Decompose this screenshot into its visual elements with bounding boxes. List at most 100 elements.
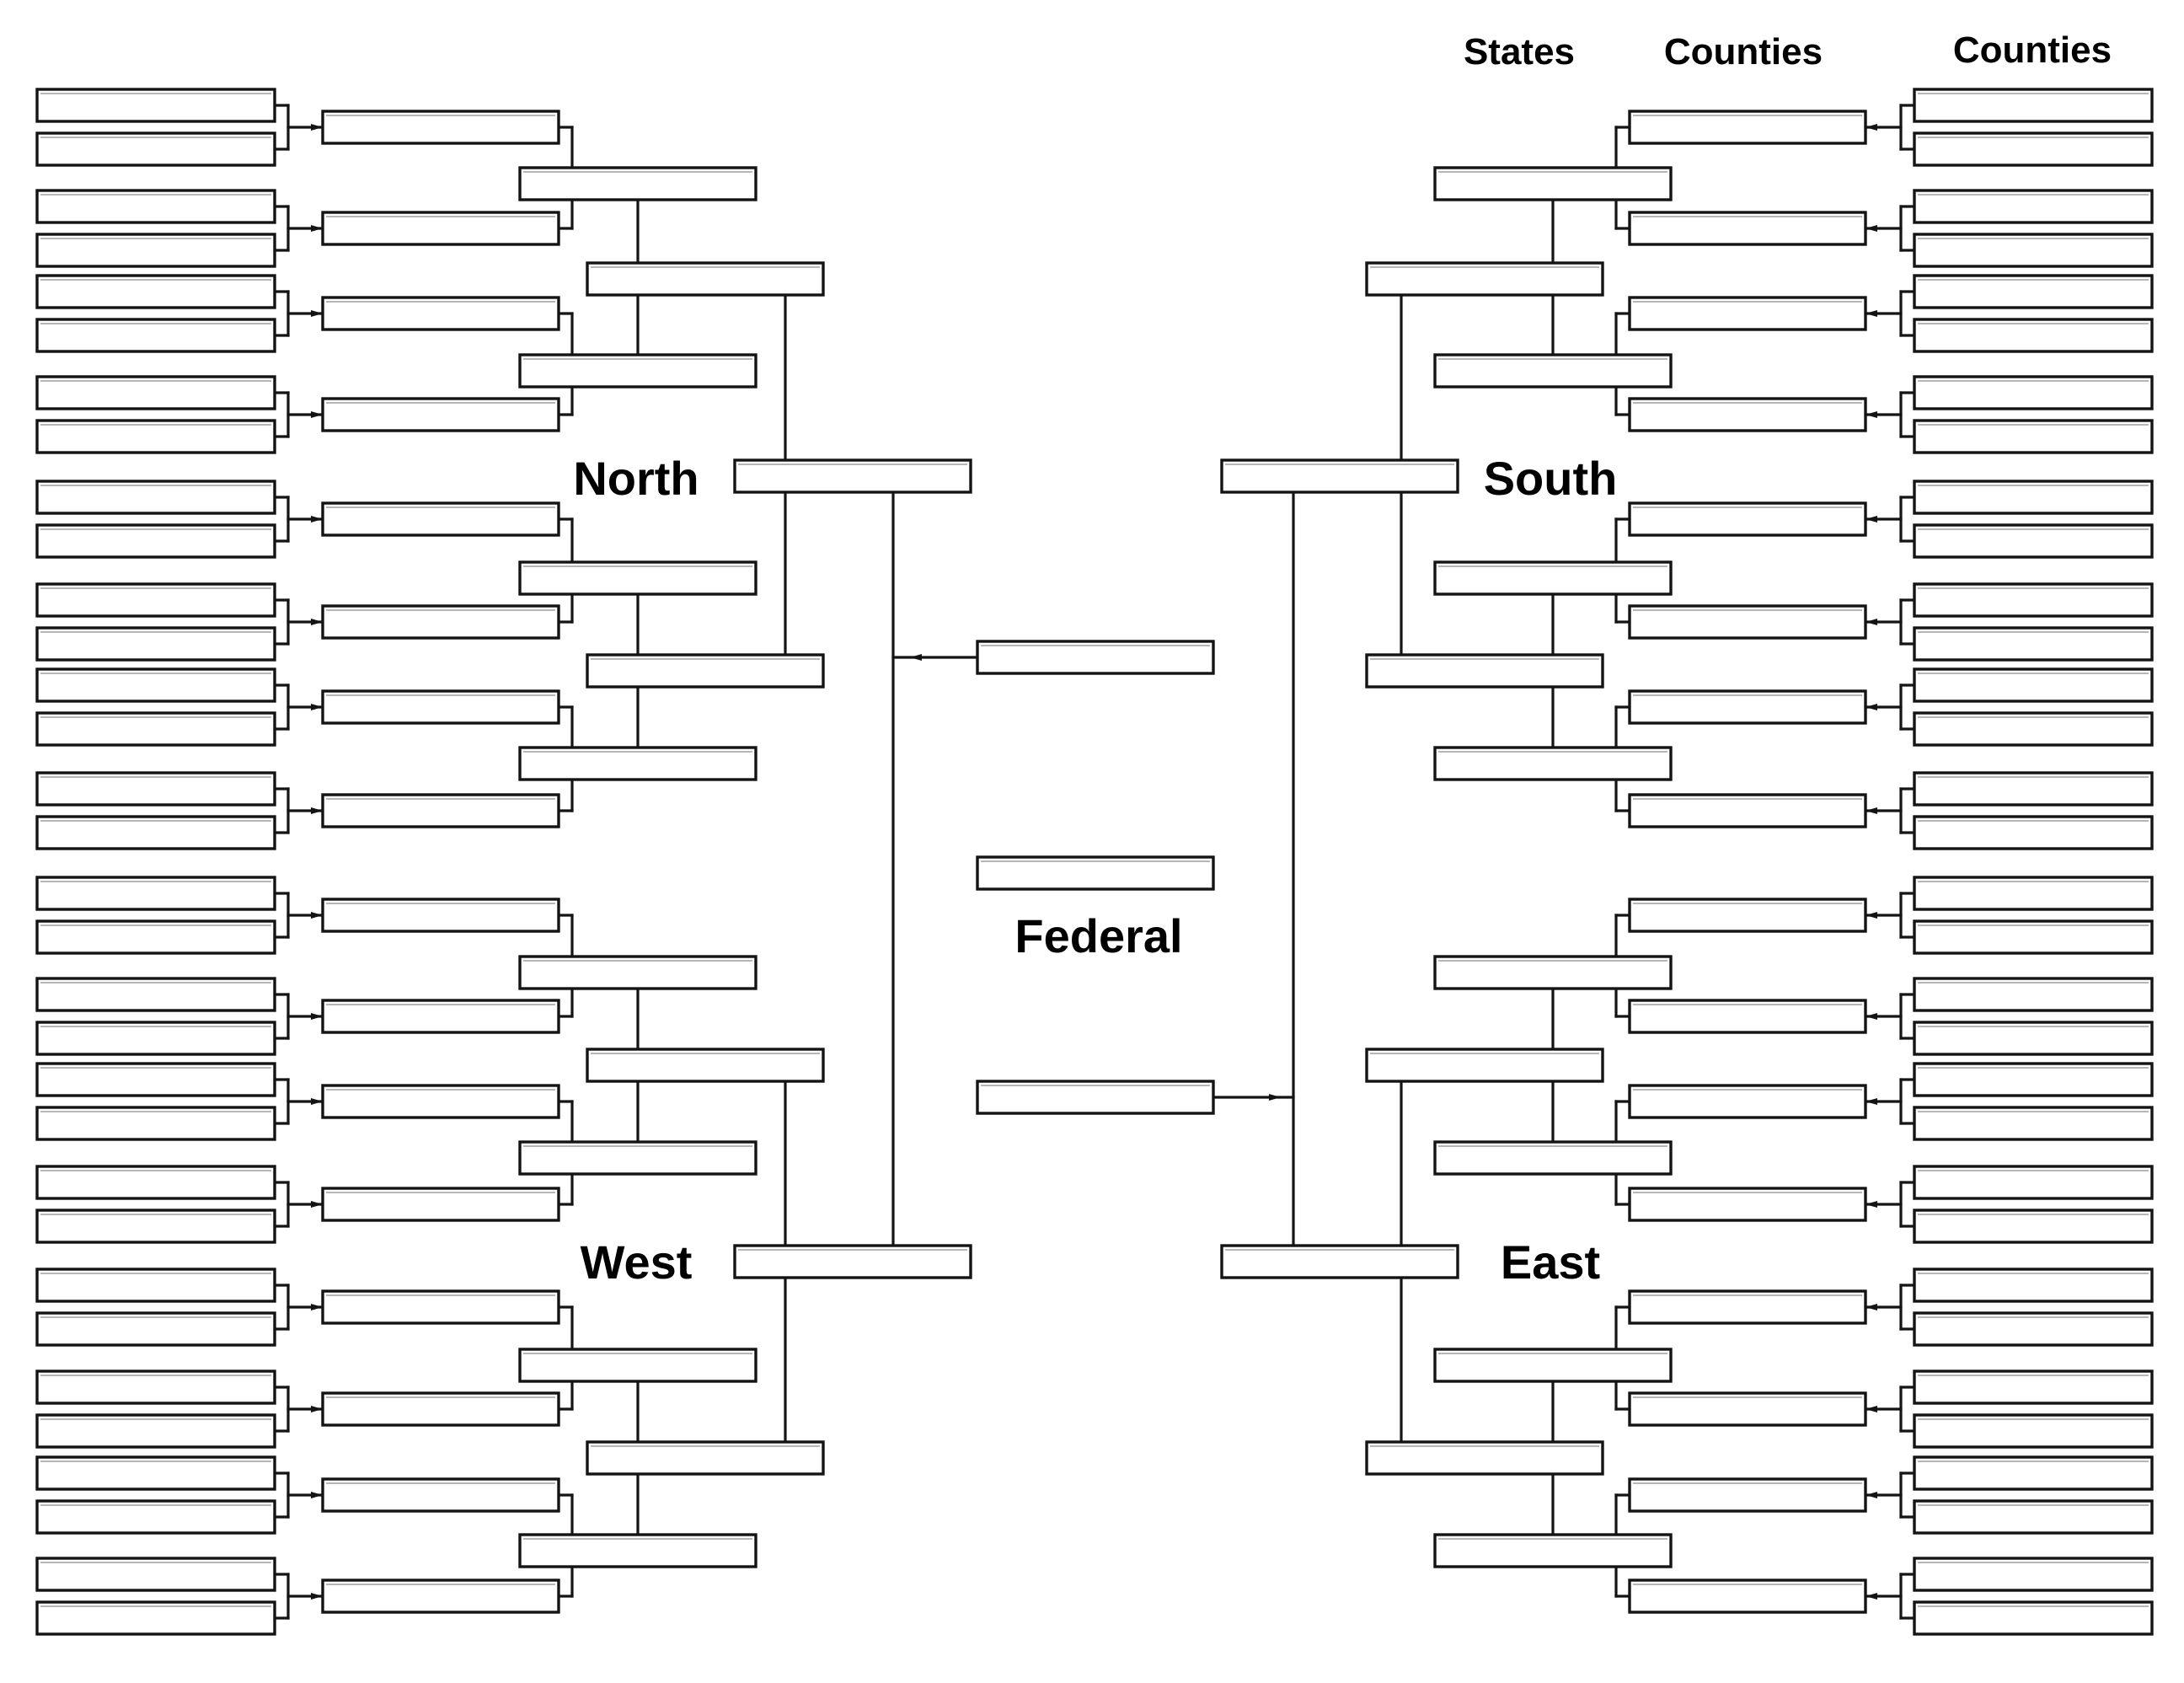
right-r1-slot-26 [1913, 1311, 2154, 1347]
left-r3-slot-4 [518, 746, 757, 781]
left-r1-slot-25 [35, 1268, 276, 1303]
left-r2-slot-9 [321, 898, 560, 933]
right-r1-slot-13 [1913, 667, 2154, 703]
right-r1-slot-25 [1913, 1268, 2154, 1303]
right-r1-slot-12 [1913, 626, 2154, 662]
right-r2-slot-8 [1628, 793, 1867, 828]
right-r3-slot-4 [1433, 746, 1673, 781]
right-r1-slot-17 [1913, 876, 2154, 911]
region-label-federal: Federal [1014, 909, 1182, 962]
left-r1-arrow-7 [311, 704, 323, 710]
left-r1-slot-12 [35, 626, 276, 662]
counties-header-outer: Counties [1953, 29, 2112, 71]
left-r1-slot-11 [35, 582, 276, 618]
left-r1-arrow-4 [311, 411, 323, 418]
right-r2-slot-10 [1628, 999, 1867, 1034]
right-r3-slot-6 [1433, 1140, 1673, 1176]
left-r1-slot-14 [35, 711, 276, 747]
right-r1-slot-32 [1913, 1600, 2154, 1636]
left-r5-slot-2 [733, 1244, 972, 1279]
left-r3-slot-2 [518, 353, 757, 389]
left-r1-slot-4 [35, 233, 276, 268]
left-r1-slot-28 [35, 1413, 276, 1449]
left-r1-slot-2 [35, 131, 276, 167]
right-r2-slot-5 [1628, 501, 1867, 537]
federal-finalist-bottom [976, 1080, 1215, 1115]
left-r1-arrow-5 [311, 516, 323, 523]
left-r1-slot-17 [35, 876, 276, 911]
right-r1-arrow-7 [1866, 704, 1877, 710]
left-r4-slot-1 [586, 261, 825, 297]
left-r1-slot-22 [35, 1106, 276, 1141]
right-r2-slot-13 [1628, 1289, 1867, 1325]
right-r1-arrow-16 [1866, 1593, 1877, 1600]
left-r1-slot-6 [35, 318, 276, 353]
right-r3-slot-8 [1433, 1533, 1673, 1568]
bracket-slots [35, 88, 2154, 1636]
left-r4-slot-4 [586, 1440, 825, 1476]
right-r1-slot-29 [1913, 1455, 2154, 1491]
region-label-east: East [1501, 1235, 1600, 1289]
left-r2-slot-12 [321, 1187, 560, 1222]
right-r2-slot-2 [1628, 211, 1867, 246]
left-r1-slot-9 [35, 480, 276, 515]
right-r1-arrow-15 [1866, 1492, 1877, 1498]
left-r1-arrow-6 [311, 619, 323, 625]
left-r3-slot-8 [518, 1533, 757, 1568]
right-r3-slot-1 [1433, 166, 1673, 201]
left-r3-slot-5 [518, 955, 757, 990]
left-r1-slot-19 [35, 977, 276, 1012]
right-r1-slot-5 [1913, 274, 2154, 309]
right-r1-slot-1 [1913, 88, 2154, 123]
right-r1-slot-19 [1913, 977, 2154, 1012]
left-r1-arrow-1 [311, 124, 323, 131]
left-r2-slot-10 [321, 999, 560, 1034]
left-r1-slot-13 [35, 667, 276, 703]
left-r1-slot-7 [35, 375, 276, 410]
left-r2-slot-11 [321, 1084, 560, 1119]
left-r1-arrow-8 [311, 807, 323, 814]
right-r4-slot-3 [1365, 1048, 1604, 1083]
right-r1-slot-24 [1913, 1209, 2154, 1244]
right-r1-arrow-12 [1866, 1201, 1877, 1208]
left-r4-slot-3 [586, 1048, 825, 1083]
right-r2-slot-1 [1628, 110, 1867, 145]
left-r5-slot-1 [733, 458, 972, 494]
right-r1-slot-27 [1913, 1369, 2154, 1405]
left-r1-slot-21 [35, 1062, 276, 1097]
left-r2-slot-4 [321, 397, 560, 432]
left-r3-slot-7 [518, 1348, 757, 1383]
left-r1-arrow-12 [311, 1201, 323, 1208]
counties-header-inner: Counties [1664, 31, 1823, 72]
bracket-labels: States Counties Counties North South Wes… [573, 29, 2112, 1289]
right-r1-slot-21 [1913, 1062, 2154, 1097]
left-r1-slot-15 [35, 771, 276, 807]
left-r1-slot-32 [35, 1600, 276, 1636]
left-r2-slot-1 [321, 110, 560, 145]
right-r1-slot-22 [1913, 1106, 2154, 1141]
left-r1-slot-10 [35, 523, 276, 559]
left-r1-arrow-16 [311, 1593, 323, 1600]
right-r1-slot-8 [1913, 419, 2154, 454]
left-r2-slot-8 [321, 793, 560, 828]
right-r1-arrow-13 [1866, 1304, 1877, 1310]
right-r1-arrow-11 [1866, 1098, 1877, 1105]
federal-champion-slot [976, 855, 1215, 891]
right-r2-slot-7 [1628, 689, 1867, 725]
right-r2-slot-12 [1628, 1187, 1867, 1222]
right-r1-arrow-1 [1866, 124, 1877, 131]
right-r1-slot-10 [1913, 523, 2154, 559]
left-r1-slot-31 [35, 1557, 276, 1592]
left-r2-slot-14 [321, 1391, 560, 1427]
right-r1-arrow-9 [1866, 912, 1877, 919]
left-r1-arrow-11 [311, 1098, 323, 1105]
left-r1-arrow-14 [311, 1406, 323, 1412]
federal-finalist-top [976, 640, 1215, 675]
right-r3-slot-3 [1433, 560, 1673, 596]
left-r1-arrow-10 [311, 1013, 323, 1020]
left-r1-slot-20 [35, 1021, 276, 1056]
right-r1-slot-3 [1913, 189, 2154, 224]
right-r1-slot-28 [1913, 1413, 2154, 1449]
left-r1-slot-5 [35, 274, 276, 309]
